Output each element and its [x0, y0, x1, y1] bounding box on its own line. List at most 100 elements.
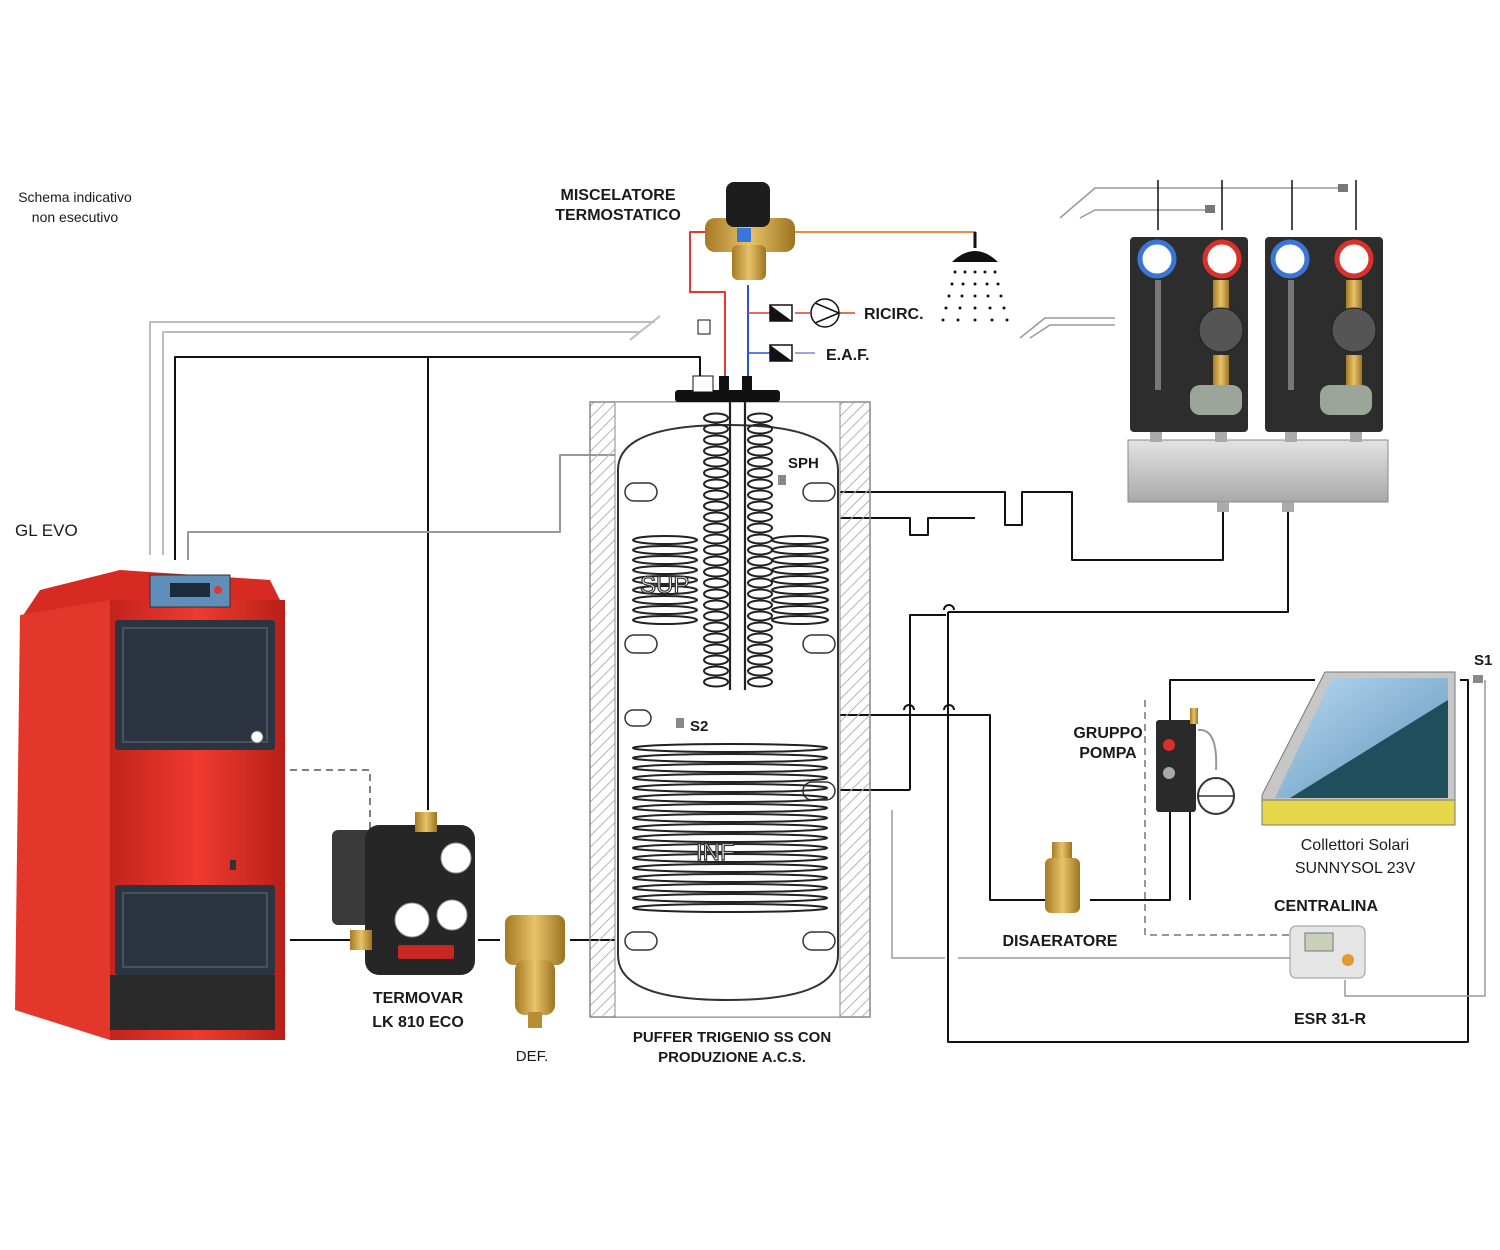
s2-label: S2 [690, 718, 708, 735]
controller-model: ESR 31-R [1294, 1011, 1366, 1028]
mixer-label-1: MISCELATORE [561, 187, 676, 204]
coil-turn [771, 605, 829, 615]
coil-turn [747, 621, 773, 633]
shower-icon [941, 232, 1009, 322]
coil-turn [771, 575, 829, 585]
s1-label: S1 [1474, 652, 1492, 669]
coil-turn [703, 555, 729, 567]
thermometer-icon [1334, 239, 1374, 279]
coil-turn [747, 456, 773, 468]
coil-turn [747, 654, 773, 666]
s2-sensor-icon [676, 718, 684, 728]
coil-turn [703, 456, 729, 468]
boiler-to-tank-pipe [174, 356, 701, 560]
deaerator-label: DISAERATORE [1003, 933, 1118, 950]
deaerator: DISAERATORE [1003, 842, 1118, 950]
coil-turn [632, 863, 828, 873]
hot-water-pipe [689, 231, 726, 385]
coil-turn [747, 566, 773, 578]
tank-label-2: PRODUZIONE A.C.S. [658, 1049, 806, 1066]
note-line-2: non esecutivo [32, 209, 119, 225]
mixed-water-pipe [790, 231, 976, 248]
coil-turn [747, 588, 773, 600]
recirculation-line: RICIRC. [769, 298, 924, 328]
mixer-label-2: TERMOSTATICO [555, 207, 681, 224]
coil-turn [703, 588, 729, 600]
coil-turn [632, 575, 698, 585]
coil-turn [703, 511, 729, 523]
hydraulic-manifold [1127, 432, 1389, 512]
thermometer-icon [440, 842, 472, 874]
coil-turn [703, 434, 729, 446]
eaf-label: E.A.F. [826, 347, 870, 364]
coil-turn [747, 412, 773, 424]
thermometer-icon [1270, 239, 1310, 279]
coil-turn [632, 903, 828, 913]
solar-controller: CENTRALINA ESR 31-R [1274, 898, 1378, 1028]
coil-turn [747, 511, 773, 523]
pump-module-1 [1130, 237, 1248, 432]
coil-turn [703, 654, 729, 666]
collector-label-1: Collettori Solari [1301, 837, 1409, 854]
thermometer-icon [1202, 239, 1242, 279]
coil-turn [632, 843, 828, 853]
coil-turn [771, 615, 829, 625]
heating-return-pipe [835, 517, 975, 536]
coil-turn [703, 566, 729, 578]
boiler-flow-pipe-grey [149, 321, 655, 555]
coil-turn [703, 676, 729, 688]
coil-turn [747, 577, 773, 589]
coil-turn [703, 632, 729, 644]
solar-pump-group: GRUPPO POMPA [1073, 708, 1235, 815]
coil-turn [632, 535, 698, 545]
termovar-unit: TERMOVAR LK 810 ECO [332, 812, 475, 1031]
coil-turn [747, 489, 773, 501]
coil-turn [747, 434, 773, 446]
coil-turn [703, 412, 729, 424]
coil-turn [632, 773, 828, 783]
boiler-gl-evo: GL EVO [15, 521, 285, 1040]
coil-turn [632, 555, 698, 565]
boiler-upper-door [115, 620, 275, 750]
thermometer-icon [436, 899, 468, 931]
coil-turn [632, 545, 698, 555]
coil-turn [632, 823, 828, 833]
coil-turn [747, 445, 773, 457]
recirc-label: RICIRC. [864, 306, 924, 323]
tank-label-1: PUFFER TRIGENIO SS CON [633, 1029, 831, 1046]
coil-turn [703, 423, 729, 435]
coil-turn [771, 555, 829, 565]
coil-turn [703, 478, 729, 490]
coil-turn [703, 577, 729, 589]
sph-label: SPH [788, 455, 819, 472]
termovar-label-2: LK 810 ECO [372, 1014, 464, 1031]
coil-turn [703, 599, 729, 611]
s1-sensor-icon [1473, 675, 1483, 683]
coil-turn [703, 500, 729, 512]
coil-turn [771, 585, 829, 595]
coil-turn [703, 522, 729, 534]
coil-turn [632, 783, 828, 793]
coil-turn [747, 500, 773, 512]
coil-turn [747, 467, 773, 479]
coil-turn [703, 610, 729, 622]
coil-turn [632, 743, 828, 753]
coil-turn [632, 833, 828, 843]
coil-turn [632, 585, 698, 595]
controller-title: CENTRALINA [1274, 898, 1378, 915]
coil-turn [747, 610, 773, 622]
solar-collector: Collettori Solari SUNNYSOL 23V S1 [1261, 652, 1492, 877]
dhw-coil [728, 402, 747, 690]
boiler-ash-pan [110, 975, 275, 1030]
coil-turn [771, 535, 829, 545]
coil-turn [703, 467, 729, 479]
coil-turn [632, 893, 828, 903]
coil-turn [632, 813, 828, 823]
coil-turn [703, 445, 729, 457]
circulator-pump-icon [1331, 307, 1377, 353]
sup-label: SUP [640, 572, 689, 599]
coil-turn [747, 643, 773, 655]
coil-turn [703, 544, 729, 556]
lower-coil [632, 743, 828, 913]
thermometer-icon [1137, 239, 1177, 279]
